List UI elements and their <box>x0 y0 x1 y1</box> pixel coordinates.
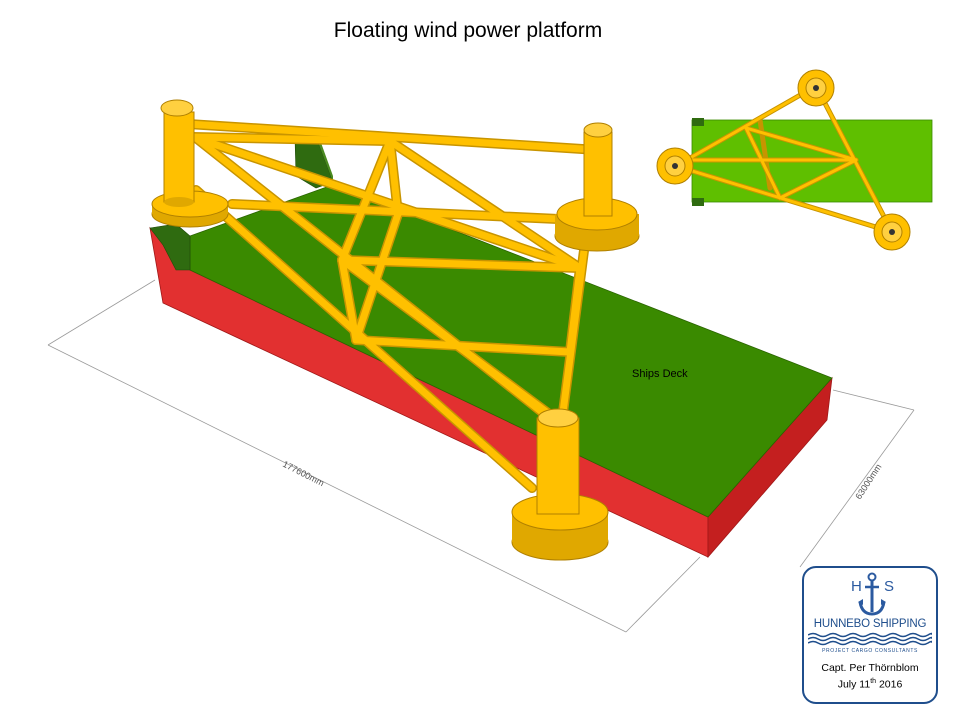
dimension-lines <box>47 279 915 633</box>
page-title: Floating wind power platform <box>333 19 603 42</box>
lattice-frame <box>183 119 603 493</box>
column-right-back <box>554 122 640 252</box>
logo-letter-s: S <box>884 578 895 595</box>
deck-label: Ships Deck <box>632 368 688 380</box>
logo-letter-h: H <box>851 578 862 595</box>
top-view-inset <box>656 69 933 251</box>
company-logo-card: H S HUNNEBO SHIPPING PROJECT CARGO CONSU… <box>802 566 938 704</box>
logo-waves <box>808 632 932 646</box>
inset-column-3 <box>873 213 911 251</box>
column-left <box>151 99 229 228</box>
column-front <box>511 408 609 561</box>
date-year: 2016 <box>876 678 903 691</box>
inset-column-2 <box>797 69 835 107</box>
width-dimension-label: 63000mm <box>853 462 883 501</box>
inset-column-1 <box>656 147 694 185</box>
logo-company-name: HUNNEBO SHIPPING <box>813 618 927 630</box>
length-dimension-label: 177600mm <box>281 459 326 488</box>
logo-tagline: PROJECT CARGO CONSULTANTS <box>822 648 918 654</box>
bollard-back-side <box>318 140 333 182</box>
date-ordinal: th <box>870 678 877 685</box>
document-date: July 11th 2016 <box>804 678 936 691</box>
author-name: Capt. Per Thörnblom <box>821 662 919 674</box>
anchor-icon <box>858 572 886 616</box>
date-prefix: July 11 <box>837 678 871 691</box>
